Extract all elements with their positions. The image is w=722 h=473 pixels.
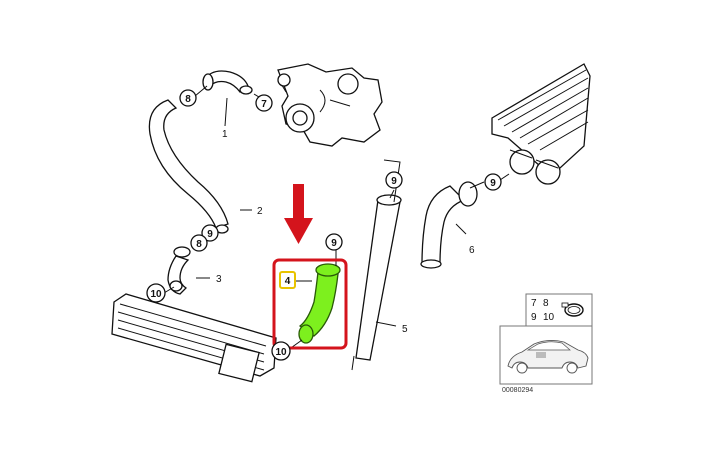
clamp-legend: 7 8 9 10	[525, 293, 593, 329]
callout-7: 7	[255, 94, 273, 112]
callout-3: 3	[216, 274, 222, 285]
callout-4: 4	[279, 271, 296, 289]
callout-9b: 9	[325, 233, 343, 251]
svg-text:9: 9	[207, 229, 213, 240]
reference-code: 00080294	[502, 387, 533, 394]
hose-4-highlighted	[298, 263, 341, 344]
callout-2: 2	[257, 206, 263, 217]
svg-text:10: 10	[543, 312, 555, 323]
red-arrow-icon	[284, 184, 313, 244]
svg-text:4: 4	[285, 276, 291, 287]
car-inset	[499, 325, 593, 385]
hose-1	[202, 70, 253, 95]
turbocharger	[277, 63, 383, 147]
callout-9d: 9	[484, 173, 502, 191]
hose-5	[351, 159, 402, 371]
callout-9a: 9	[201, 224, 219, 242]
svg-text:9: 9	[391, 176, 397, 187]
svg-text:8: 8	[196, 239, 202, 250]
hose-2	[148, 99, 229, 234]
svg-text:10: 10	[275, 347, 287, 358]
callout-5: 5	[402, 324, 408, 335]
svg-text:7: 7	[531, 298, 537, 309]
intercooler	[111, 293, 277, 383]
callout-10b: 10	[271, 341, 291, 361]
highlight-box	[272, 258, 348, 350]
hose-clamp-icon	[561, 302, 584, 317]
svg-text:7: 7	[261, 99, 267, 110]
hose-6	[420, 181, 478, 269]
svg-text:10: 10	[150, 289, 162, 300]
callout-1: 1	[222, 129, 228, 140]
callout-10a: 10	[146, 283, 166, 303]
svg-text:8: 8	[185, 94, 191, 105]
svg-text:9: 9	[490, 178, 496, 189]
hose-3	[167, 246, 191, 295]
svg-text:9: 9	[531, 312, 537, 323]
svg-text:8: 8	[543, 298, 549, 309]
callout-8a: 8	[179, 89, 197, 107]
callout-8b: 8	[190, 234, 208, 252]
callout-9c: 9	[385, 171, 403, 189]
callout-6: 6	[469, 245, 475, 256]
svg-text:9: 9	[331, 238, 337, 249]
car-outline-icon	[507, 339, 589, 374]
intake-manifold	[491, 63, 591, 185]
